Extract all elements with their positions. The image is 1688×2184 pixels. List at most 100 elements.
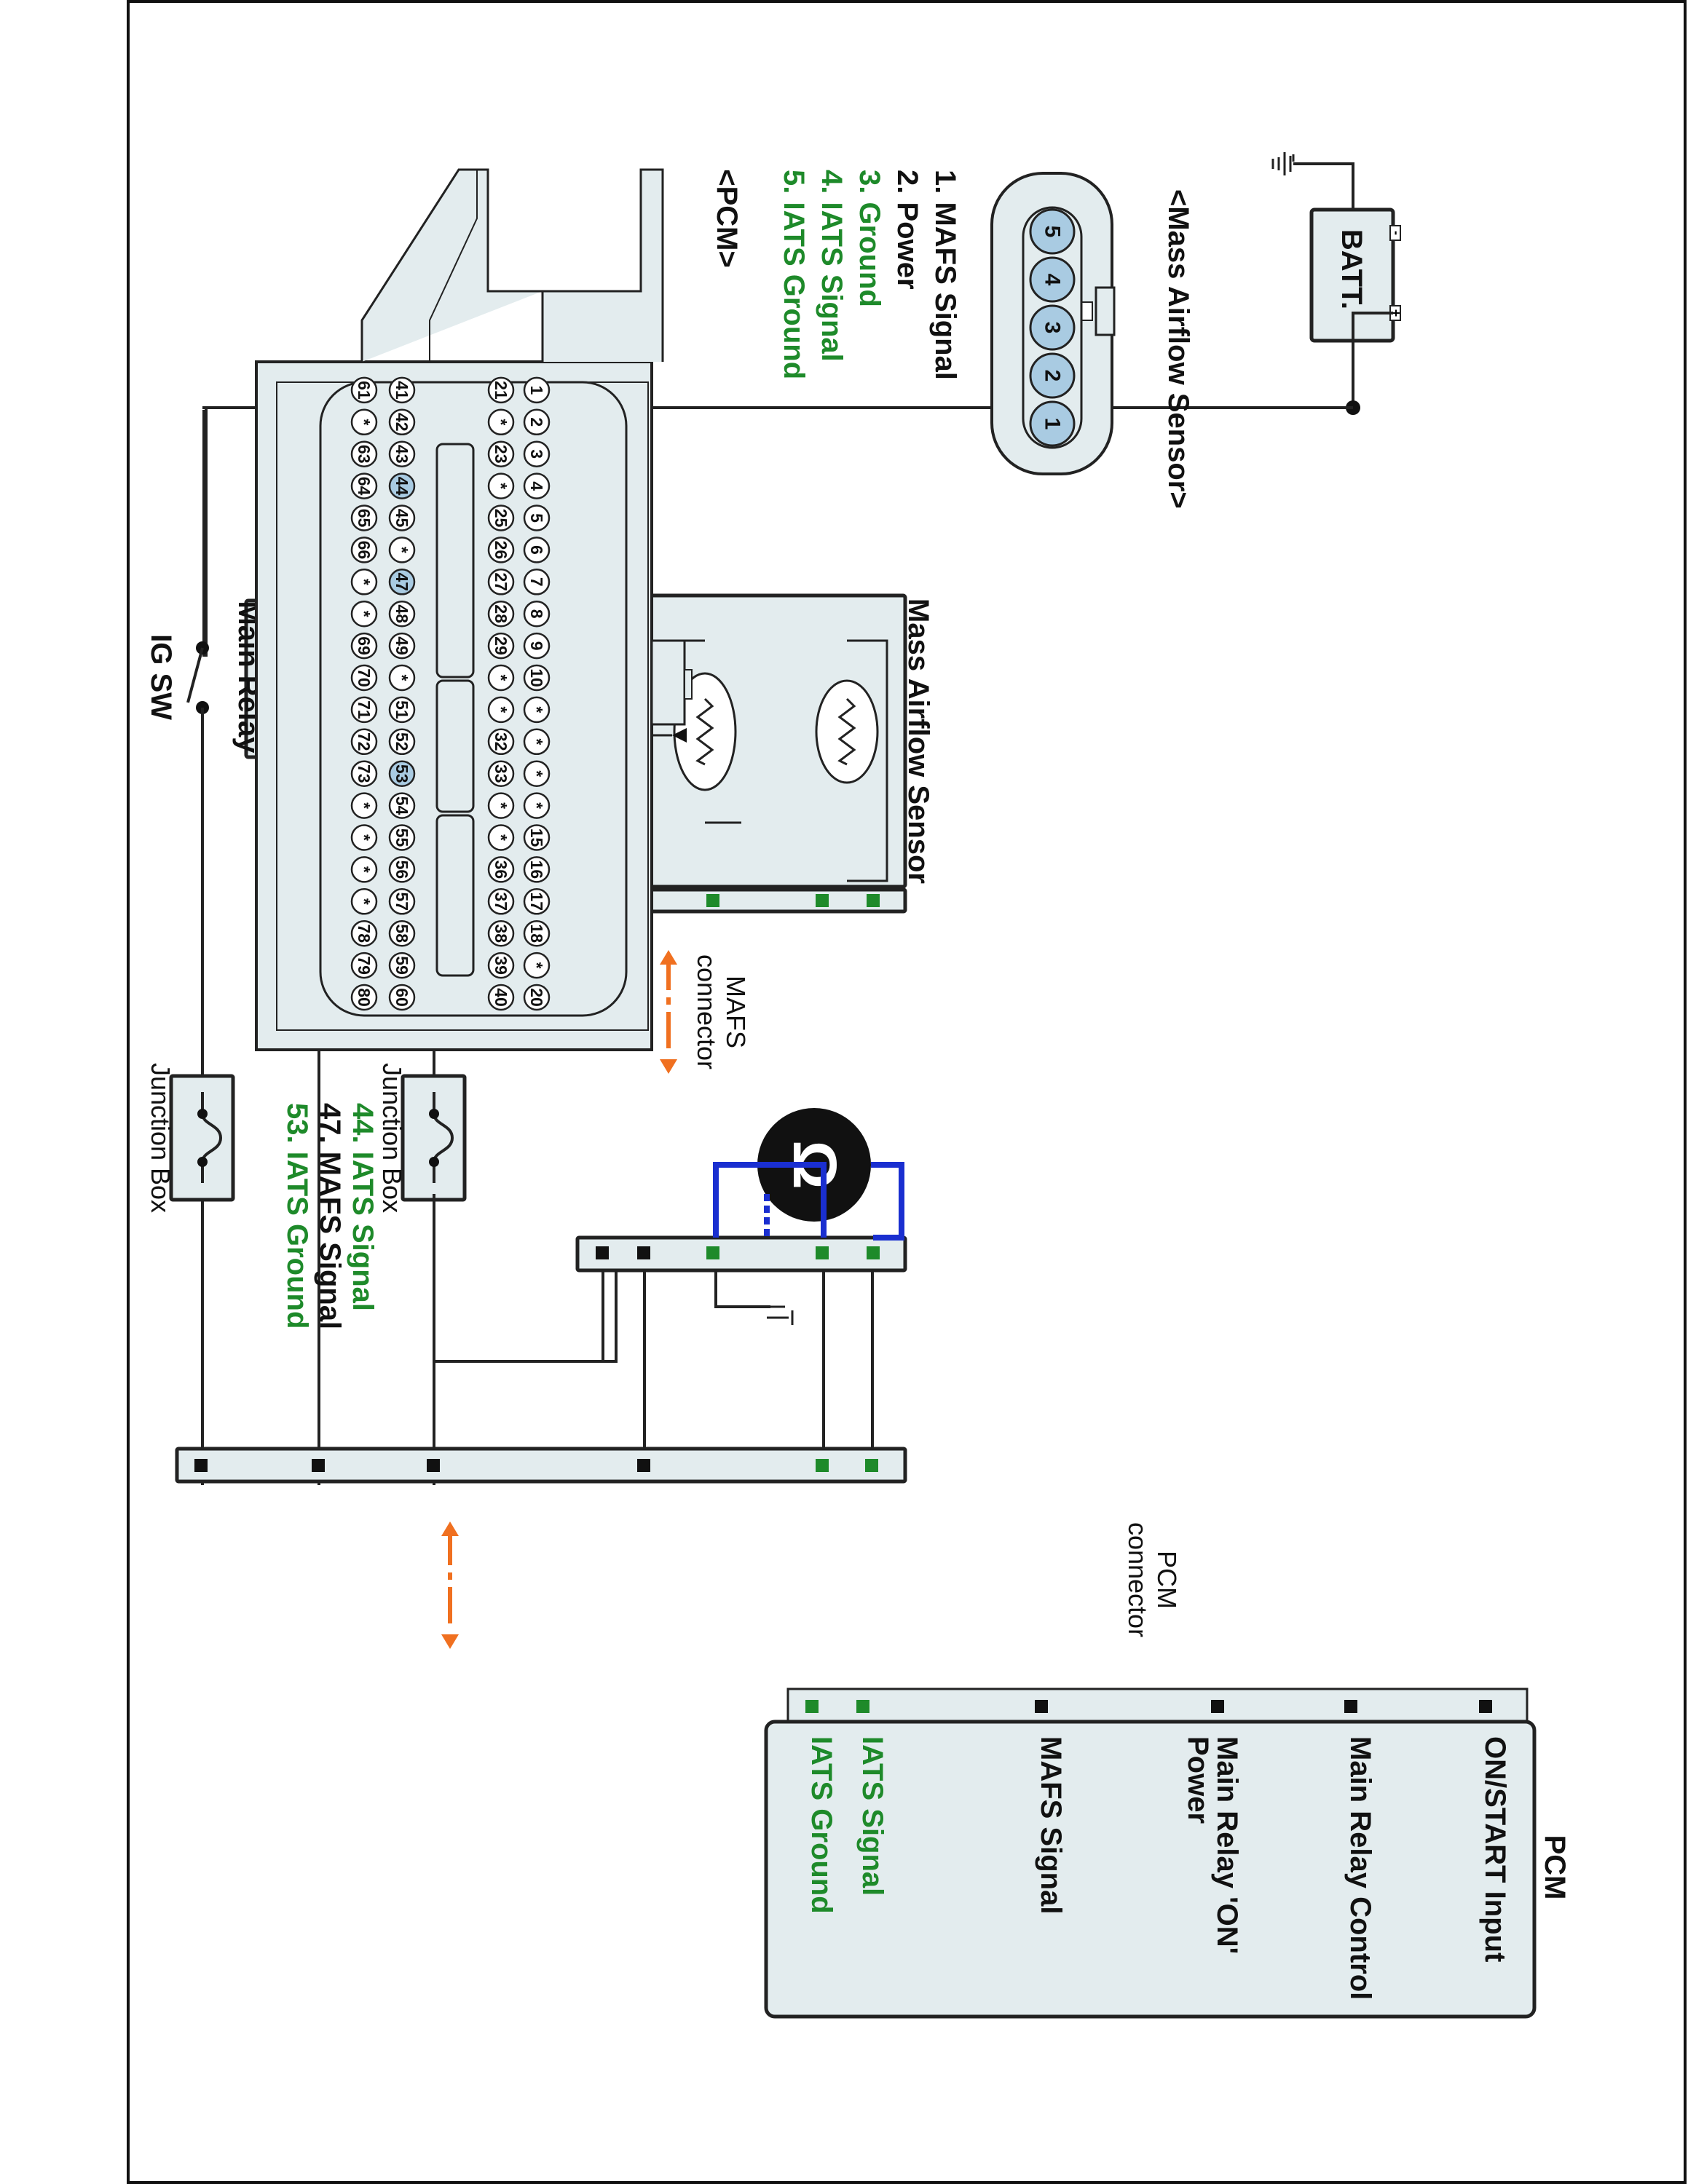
pcm-pin-44	[388, 472, 416, 499]
pcm-pin-label: 15	[527, 828, 546, 847]
pcm-terminal-label: IATS Signal	[856, 1736, 888, 1896]
mafs-connector-label-line1: MAFS	[721, 976, 751, 1048]
pcm-pin-28	[487, 600, 515, 628]
pcm-pin-39	[487, 951, 515, 979]
pcm-pin-48	[388, 600, 416, 628]
pcm-pin-label: *	[492, 834, 510, 841]
pcm-pin-label: 54	[393, 796, 411, 815]
pcm-pin-label: 20	[527, 988, 546, 1007]
pcm-pin-label: *	[355, 866, 374, 873]
pcm-pin-52	[388, 728, 416, 756]
pcm-pin-61	[350, 376, 378, 404]
mafs-pin-4	[1029, 256, 1076, 303]
pcm-terminal-label: MAFS Signal	[1035, 1736, 1067, 1914]
pcm-pin-label: *	[355, 579, 374, 585]
pcm-pin-label: *	[355, 898, 374, 905]
pcm-pin-71	[350, 696, 378, 724]
page-border	[127, 0, 1687, 2184]
battery: - + BATT.	[1271, 152, 1404, 408]
pcm-pin-label: 71	[355, 700, 374, 719]
mafs-legend-item: 3. Ground	[853, 170, 886, 307]
ohmmeter: Ω	[713, 1108, 904, 1241]
pcm-pin-40	[487, 984, 515, 1011]
pcm-pin-label: 28	[492, 604, 510, 623]
pcm-terminal-label: Main Relay Control	[1344, 1736, 1376, 2000]
pcm-pin-59	[388, 951, 416, 979]
pcm-pin-label: 23	[492, 445, 510, 464]
pcm-pin-label: 41	[393, 381, 411, 400]
pcm-pin-empty	[523, 760, 551, 787]
pcm-pin-37	[487, 888, 515, 915]
pcm-pin-label: 4	[527, 481, 546, 491]
pcm-pin-label: *	[355, 419, 374, 425]
pcm-pin-empty	[350, 856, 378, 883]
pcm-pin-empty	[350, 408, 378, 436]
pcm-pin-80	[350, 984, 378, 1011]
pcm-pin-23	[487, 440, 515, 467]
pcm-terminal-pin	[1344, 1700, 1357, 1713]
pcm-pin-empty	[523, 951, 551, 979]
pcm-pin-69	[350, 632, 378, 660]
pcm-pin-label: 32	[492, 732, 510, 751]
pcm-pin-21	[487, 376, 515, 404]
pcm-pin-42	[388, 408, 416, 436]
pcm-pin-15	[523, 824, 551, 851]
pcm-connector-arrows	[441, 1522, 459, 1649]
mafs-legend-item: 2. Power	[891, 170, 923, 290]
pcm-pin-label: *	[355, 611, 374, 617]
pcm-pin-label: 37	[492, 893, 510, 911]
junction-box-1: Junction Box	[146, 1063, 235, 1213]
mafs-pin-5	[1029, 208, 1076, 255]
mafs-connector-label-line2: connector	[692, 954, 722, 1069]
pcm-pin-5	[523, 505, 551, 531]
pcm-pin-16	[523, 856, 551, 883]
pcm-pin-41	[388, 376, 416, 404]
pcm-pin-label: 21	[492, 381, 510, 400]
pcm-pin-label: 55	[393, 828, 411, 847]
pcm-pin-label: *	[355, 802, 374, 809]
pcm-terminal-pin	[856, 1700, 869, 1713]
pcm-pin-label: 65	[355, 509, 374, 528]
pcm-pin-label: 79	[355, 956, 374, 975]
pcm-pin-label: 26	[492, 541, 510, 560]
pcm-pin-2	[523, 408, 551, 436]
mafs-pin-label: 3	[1041, 322, 1065, 334]
pcm-pin-63	[350, 440, 378, 467]
pcm-pin-empty	[487, 792, 515, 819]
pcm-pin-label: *	[492, 675, 510, 681]
pcm-pin-label: *	[527, 738, 546, 745]
pcm-pin-label: 25	[492, 509, 510, 528]
pcm-pin-label: 69	[355, 636, 374, 655]
pcm-pin-64	[350, 472, 378, 499]
mafs-mating-connector	[575, 1235, 907, 1273]
pcm-pin-label: 60	[393, 988, 411, 1007]
pcm-pin-label: 36	[492, 860, 510, 879]
pcm-pin-10	[523, 664, 551, 692]
pcm-pin-label: 78	[355, 924, 374, 943]
pcm-pin-3	[523, 440, 551, 467]
mafs-pin-label: 2	[1041, 370, 1065, 382]
pcm-pin-empty	[350, 824, 378, 851]
pcm-pin-36	[487, 856, 515, 883]
pcm-pin-empty	[523, 792, 551, 819]
pcm-pin-7	[523, 569, 551, 596]
pcm-terminal-pin	[1211, 1700, 1224, 1713]
mafs-pin-label: 5	[1041, 226, 1065, 238]
pcm-pin-label: 45	[393, 509, 411, 528]
pcm-pin-label: 48	[393, 604, 411, 623]
pcm-pin-43	[388, 440, 416, 467]
pcm-pin-label: *	[355, 834, 374, 841]
pcm-pin-label: *	[492, 802, 510, 809]
pcm-pin-empty	[523, 728, 551, 756]
pcm-pin-27	[487, 569, 515, 596]
pcm-pin-49	[388, 632, 416, 660]
pcm-pin-label: 29	[492, 636, 510, 655]
pcm-pin-78	[350, 919, 378, 947]
pcm-pin-58	[388, 919, 416, 947]
pcm-pin-empty	[350, 600, 378, 628]
pcm-connector-label-line2: connector	[1123, 1522, 1153, 1637]
pcm-terminal-pin	[1035, 1700, 1048, 1713]
pcm-pin-label: 42	[393, 413, 411, 432]
